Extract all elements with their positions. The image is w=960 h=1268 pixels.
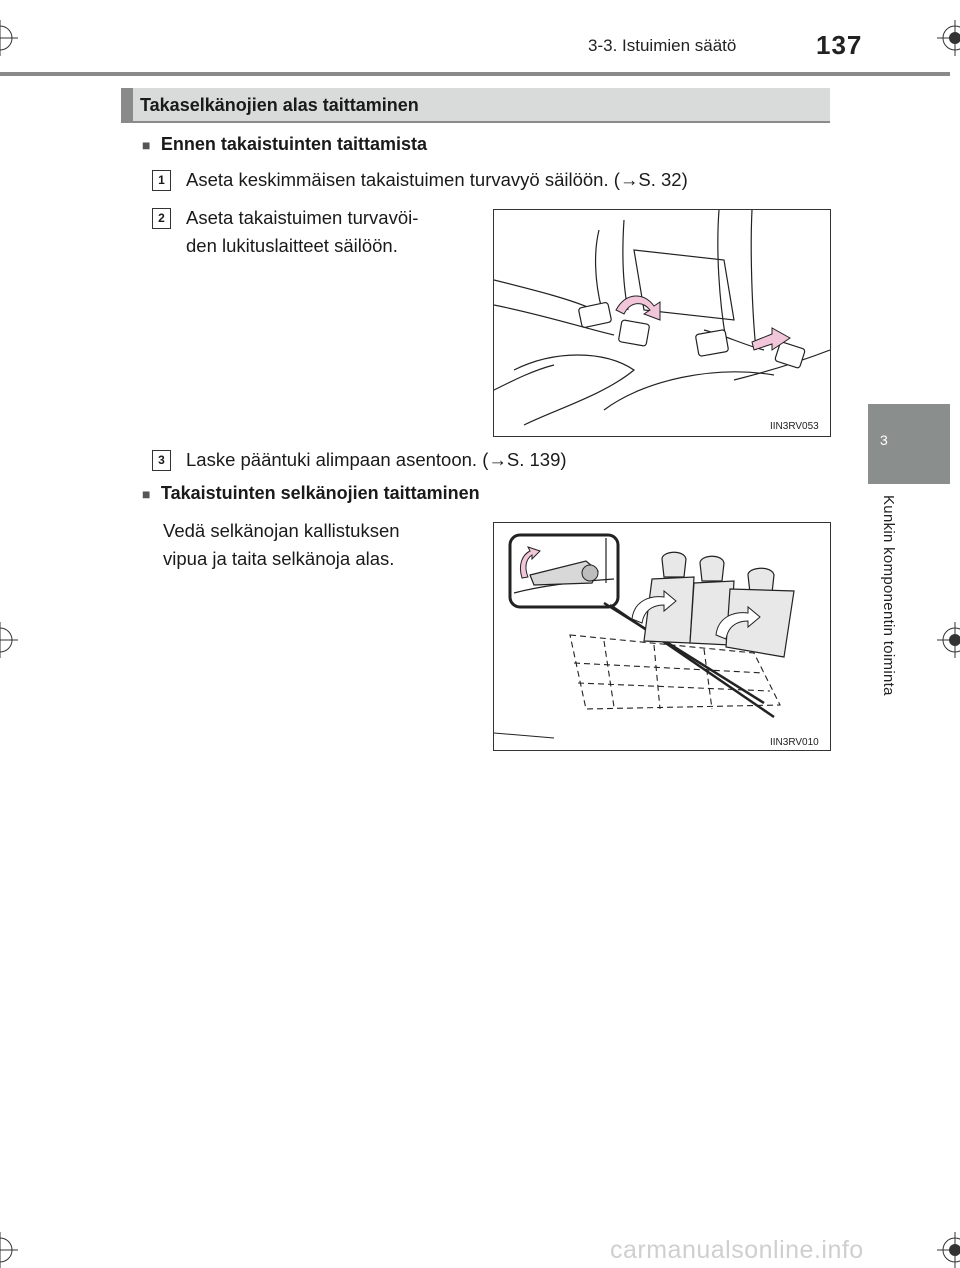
square-bullet-icon: ■: [142, 486, 151, 502]
subsection-2-text: Vedä selkänojan kallistuksen vipua ja ta…: [163, 517, 475, 573]
registration-mark-icon: [937, 20, 960, 56]
seat-fold-figure: IIN3RV010: [493, 522, 831, 751]
registration-mark-icon: [937, 622, 960, 658]
section-title: Takaselkänojien alas taittaminen: [140, 95, 419, 115]
seat-fold-illustration: [494, 533, 795, 739]
figure-2-code: IIN3RV010: [770, 737, 819, 748]
buckle-storage-illustration: [494, 210, 830, 426]
registration-mark-icon: [937, 1232, 960, 1268]
buckle-storage-figure: IIN3RV053: [493, 209, 831, 437]
header-section-title: 3-3. Istuimien säätö: [588, 36, 737, 55]
watermark: carmanualsonline.info: [610, 1236, 864, 1264]
step-2-text: Aseta takaistuimen turvavöi- den lukitus…: [186, 204, 418, 260]
step-2-line-1: Aseta takaistuimen turvavöi-: [186, 207, 419, 228]
registration-mark-icon: [0, 20, 18, 56]
section-title-box: [121, 88, 830, 123]
subsection-1-heading: ■ Ennen takaistuinten taittamista: [142, 134, 427, 155]
chapter-number: 3: [880, 432, 888, 448]
registration-mark-icon: [0, 622, 18, 658]
registration-mark-icon: [0, 1232, 18, 1268]
step-1-number: 1: [152, 170, 171, 191]
step-2-number: 2: [152, 208, 171, 229]
figure-1-code: IIN3RV053: [770, 421, 819, 432]
chapter-tab: [868, 404, 950, 484]
header-rule: [0, 72, 950, 76]
subsection-2-title: Takaistuinten selkänojien taittaminen: [160, 483, 480, 503]
subsection-2-heading: ■ Takaistuinten selkänojien taittaminen: [142, 483, 480, 504]
step-1-text: Aseta keskimmäisen takaistuimen turvavyö…: [186, 169, 688, 190]
step-3-text: Laske pääntuki alimpaan asentoon. (→S. 1…: [186, 449, 567, 470]
page-number: 137: [816, 30, 863, 60]
step-3-number: 3: [152, 450, 171, 471]
subsection-2-line-2: vipua ja taita selkänoja alas.: [163, 548, 395, 569]
subsection-1-title: Ennen takaistuinten taittamista: [160, 134, 427, 154]
square-bullet-icon: ■: [142, 137, 151, 153]
chapter-title: Kunkin komponentin toiminta: [880, 495, 897, 696]
step-2-line-2: den lukituslaitteet säilöön.: [186, 235, 398, 256]
subsection-2-line-1: Vedä selkänojan kallistuksen: [163, 520, 400, 541]
section-title-bar: [121, 88, 133, 123]
